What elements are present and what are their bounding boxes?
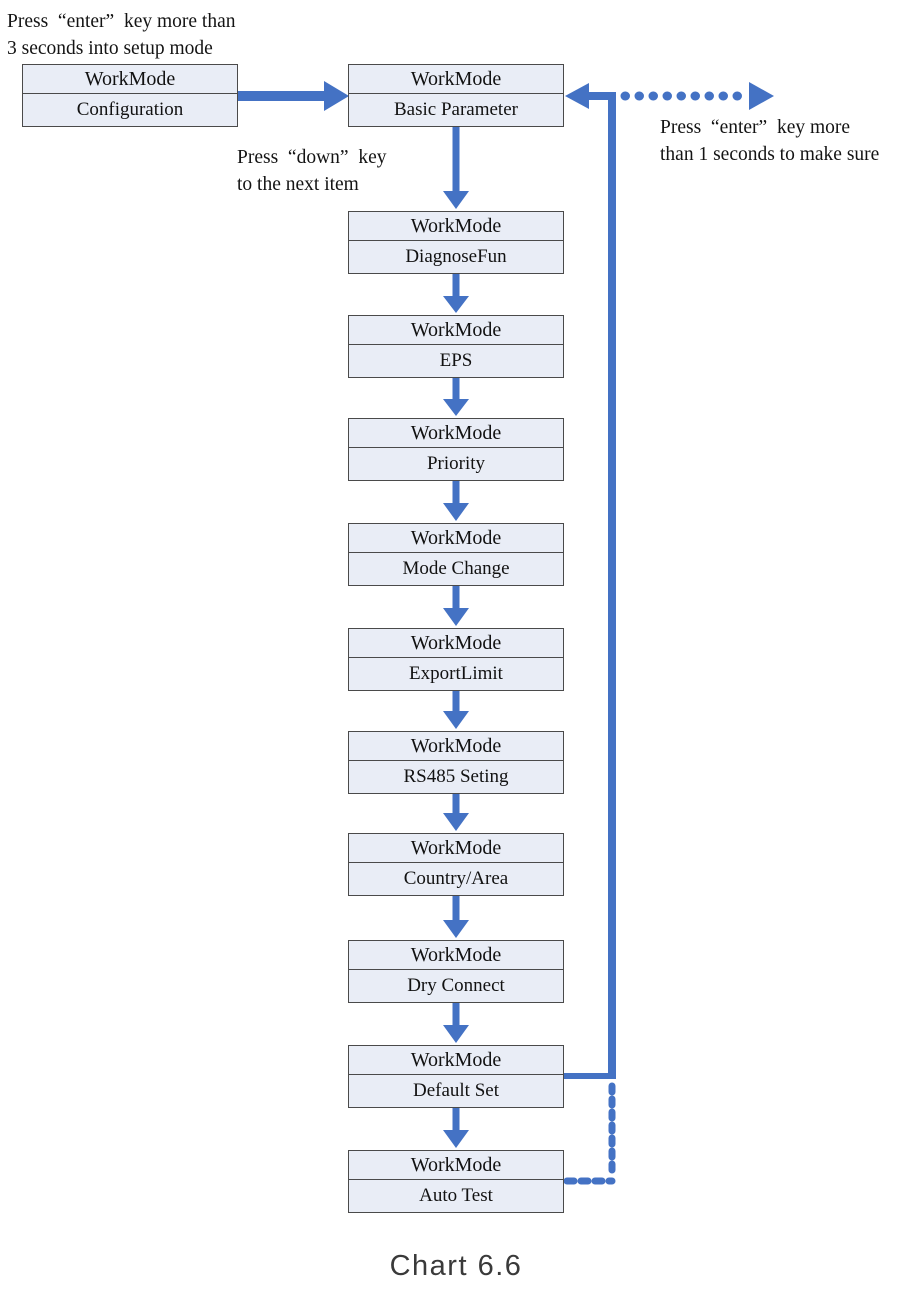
note-down-key: Press “down” key to the next item [237,147,387,195]
box-title: WorkMode [349,1151,563,1180]
box-title: WorkMode [23,65,237,94]
arrow-down-head-icon [443,920,469,938]
box-title: WorkMode [349,419,563,448]
flow-box-configuration: WorkMode Configuration [22,64,238,127]
box-subtitle: Mode Change [402,558,510,579]
box-subtitle: Priority [426,453,486,474]
arrow-down-head-icon [443,813,469,831]
box-subtitle: Basic Parameter [394,99,518,120]
box-title: WorkMode [349,941,563,970]
flow-box-auto-test: WorkMode Auto Test [348,1150,564,1213]
arrow-down-head-icon [443,608,469,626]
box-title: WorkMode [349,732,563,761]
box-subtitle: Default Set [412,1080,499,1101]
box-subtitle: Auto Test [419,1185,493,1206]
box-subtitle: Country/Area [403,868,509,889]
box-title: WorkMode [349,212,563,241]
flow-box-basic-parameter: WorkMode Basic Parameter [348,64,564,127]
chart-caption: Chart 6.6 [389,1250,523,1282]
flow-box-diagnosefun: WorkMode DiagnoseFun [348,211,564,274]
box-subtitle: Dry Connect [407,975,505,996]
box-subtitle: RS485 Seting [403,766,509,787]
box-subtitle: Configuration [76,99,184,120]
flow-box-priority: WorkMode Priority [348,418,564,481]
flow-box-default-set: WorkMode Default Set [348,1045,564,1108]
box-title: WorkMode [349,1046,563,1075]
flow-box-country-area: WorkMode Country/Area [348,833,564,896]
flow-box-eps: WorkMode EPS [348,315,564,378]
box-title: WorkMode [349,629,563,658]
arrow-down-head-icon [443,399,469,416]
box-title: WorkMode [349,65,563,94]
arrow-right-head-icon [324,81,349,111]
return-line [587,92,616,1076]
arrow-left-head-icon [565,83,589,109]
box-subtitle: ExportLimit [409,663,503,684]
flow-box-rs485-seting: WorkMode RS485 Seting [348,731,564,794]
arrow-down-head-icon [443,1130,469,1148]
flow-box-exportlimit: WorkMode ExportLimit [348,628,564,691]
note-enter-confirm: Press “enter” key more than 1 seconds to… [660,117,880,165]
arrow-right-head-icon [749,82,774,110]
box-title: WorkMode [349,316,563,345]
box-subtitle: DiagnoseFun [405,246,507,267]
arrow-down-head-icon [443,191,469,209]
flow-box-dry-connect: WorkMode Dry Connect [348,940,564,1003]
arrow-down-head-icon [443,711,469,729]
arrow-down-head-icon [443,503,469,521]
flow-box-mode-change: WorkMode Mode Change [348,523,564,586]
arrow-down-head-icon [443,1025,469,1043]
box-subtitle: EPS [439,350,473,371]
arrow-down-head-icon [443,296,469,313]
box-title: WorkMode [349,524,563,553]
box-title: WorkMode [349,834,563,863]
note-enter-setup: Press “enter” key more than 3 seconds in… [7,11,236,59]
